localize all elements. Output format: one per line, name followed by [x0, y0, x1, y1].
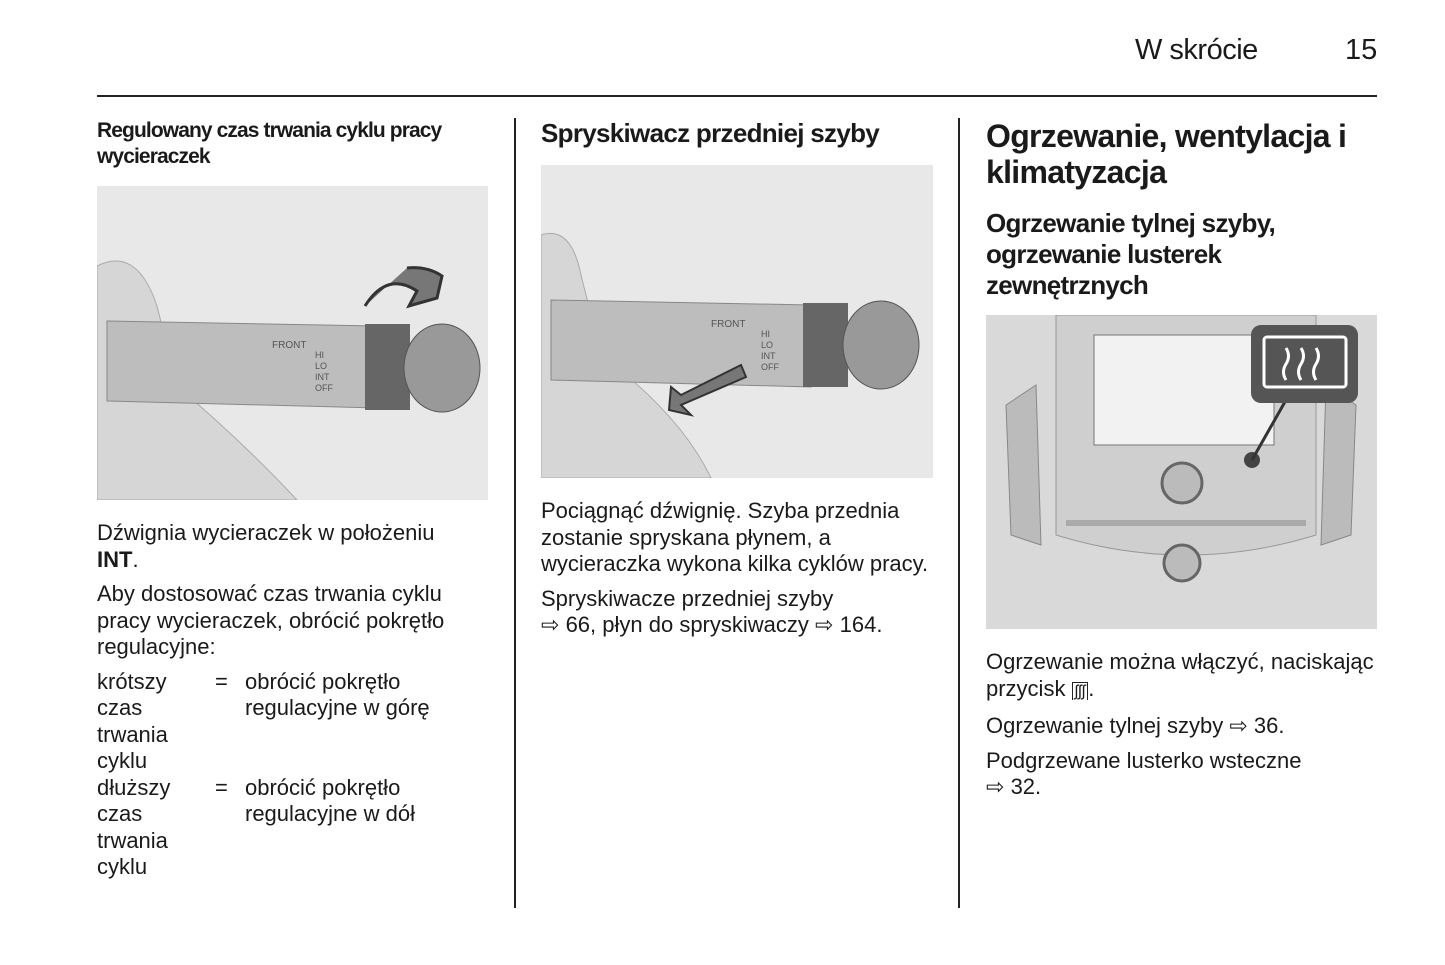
- column-divider: [958, 118, 960, 908]
- text: , płyn do spryskiwaczy: [590, 612, 809, 637]
- text: .: [876, 612, 883, 637]
- paragraph: Ogrzewanie tylnej szyby ⇨ 36.: [986, 713, 1381, 740]
- ref-arrow-icon: ⇨: [541, 612, 560, 637]
- figure-label-int: INT: [315, 372, 330, 382]
- wiper-lever-pull-illustration: FRONT HI LO INT OFF: [541, 165, 933, 478]
- figure-label-lo: LO: [315, 361, 327, 371]
- page-number: 15: [1345, 34, 1378, 66]
- figure-label-hi: HI: [761, 329, 770, 339]
- page-reference: 32: [1010, 774, 1036, 799]
- paragraph: Podgrzewane lusterko wsteczne⇨ 32.: [986, 748, 1381, 801]
- mode-int: INT: [97, 546, 133, 572]
- page-reference: 66: [565, 612, 591, 637]
- section-heading: Spryskiwacz przedniej szyby: [541, 118, 880, 148]
- text: Dźwignia wycieraczek w położeniu: [97, 520, 435, 545]
- ref-arrow-icon: ⇨: [815, 612, 834, 637]
- text: .: [1278, 713, 1285, 738]
- definition-desc: obrócić pokrętło regulacyjne w dół: [245, 774, 415, 827]
- definition-sep: =: [215, 668, 228, 694]
- text: .: [132, 546, 139, 572]
- paragraph: Spryskiwacze przedniej szyby ⇨ 66, płyn …: [541, 586, 936, 639]
- figure-label-front: FRONT: [711, 319, 745, 330]
- paragraph: Pociągnąć dźwignię. Szyba przednia zosta…: [541, 498, 929, 576]
- definition-sep: =: [215, 774, 228, 800]
- column-divider: [514, 118, 516, 908]
- figure-label-off: OFF: [315, 383, 333, 393]
- definition-term: dłuższy czas trwania cyklu: [97, 774, 171, 880]
- figure-label-hi: HI: [315, 350, 324, 360]
- page-reference: 164: [839, 612, 877, 637]
- text: Ogrzewanie tylnej szyby: [986, 713, 1224, 738]
- section-heading: Ogrzewanie tylnej szyby, ogrzewanie lust…: [986, 208, 1276, 300]
- page-reference: 36: [1253, 713, 1279, 738]
- chapter-title: Ogrzewanie, wentylacja i klimatyzacja: [986, 118, 1347, 190]
- figure-label-lo: LO: [761, 340, 773, 350]
- ref-arrow-icon: ⇨: [1229, 713, 1248, 738]
- figure-label-int: INT: [761, 351, 776, 361]
- ref-arrow-icon: ⇨: [986, 774, 1005, 799]
- definition-term: krótszy czas trwania cyklu: [97, 668, 168, 774]
- paragraph: Aby dostosować czas trwania cyklu pracy …: [97, 581, 445, 659]
- text: .: [1088, 675, 1095, 701]
- section-heading: Regulowany czas trwania cyklu pracy wyci…: [97, 119, 442, 168]
- paragraph: Ogrzewanie można włączyć, naciskając prz…: [986, 649, 1381, 705]
- column-wiper-interval: Regulowany czas trwania cyklu pracy wyci…: [97, 118, 492, 881]
- definition-list: krótszy czas trwania cyklu = obrócić pok…: [97, 669, 492, 881]
- figure-label-off: OFF: [761, 362, 779, 372]
- wiper-lever-rotate-illustration: FRONT HI LO INT OFF: [97, 186, 488, 500]
- rear-defrost-icon: ʃʃʃ: [1071, 681, 1089, 700]
- text: Ogrzewanie można włączyć, naciskając prz…: [986, 649, 1374, 701]
- definition-desc: obrócić pokrętło regulacyjne w górę: [245, 668, 430, 721]
- page-header-title: W skrócie: [1135, 34, 1258, 66]
- text: .: [1035, 774, 1042, 799]
- column-windscreen-washer: Spryskiwacz przedniej szyby FRONT HI LO …: [541, 118, 936, 647]
- center-console-illustration: [986, 315, 1377, 629]
- text: Podgrzewane lusterko wsteczne: [986, 747, 1302, 773]
- column-climate: Ogrzewanie, wentylacja i klimatyzacja Og…: [986, 118, 1381, 809]
- text: Spryskiwacze przedniej szyby: [541, 585, 834, 611]
- figure-label-front: FRONT: [272, 340, 306, 351]
- header-rule: [97, 95, 1377, 97]
